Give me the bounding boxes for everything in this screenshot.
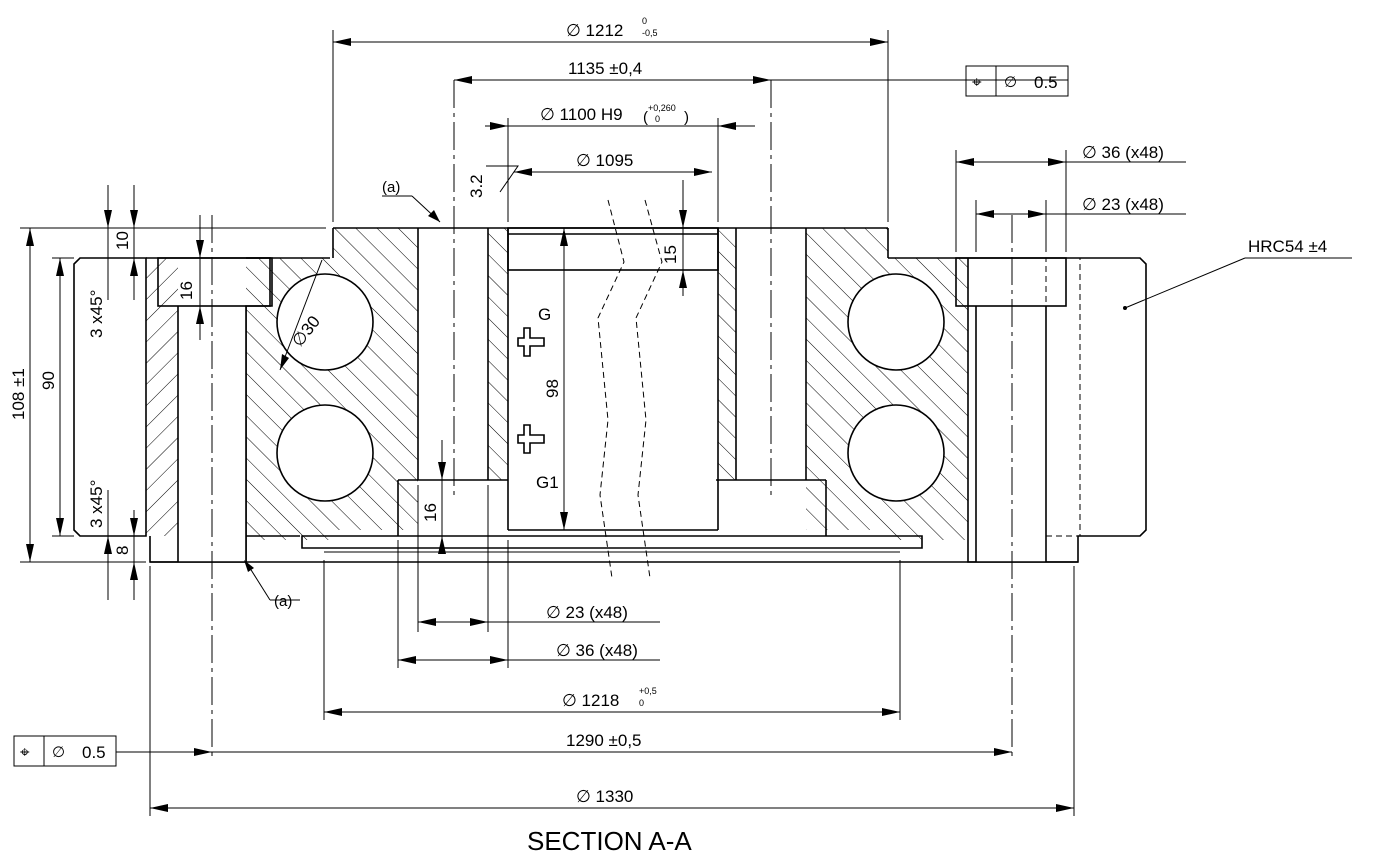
dim-23-bottom: ∅ 23 (x48) — [546, 603, 628, 622]
hardness-leader-dot — [1123, 306, 1127, 310]
dim-90: 90 — [39, 371, 58, 390]
dim-1095: ∅ 1095 — [576, 151, 633, 170]
svg-text:0.5: 0.5 — [82, 743, 106, 762]
grease-label-g: G — [538, 305, 551, 324]
dim-15: 15 — [661, 245, 680, 264]
grease-label-g1: G1 — [536, 473, 559, 492]
grease-nipple-g1 — [517, 424, 545, 454]
dim-23-top: ∅ 23 (x48) — [1082, 195, 1164, 214]
roughness-value: 3.2 — [467, 174, 486, 198]
svg-text:∅ 1218: ∅ 1218 — [562, 691, 619, 710]
ball-upper-right — [847, 273, 945, 371]
svg-text:-0,5: -0,5 — [642, 28, 658, 38]
dim-1100: ∅ 1100 H9 () +0,260 0 — [540, 103, 689, 126]
outer-ring-right — [888, 257, 1147, 563]
svg-text:): ) — [684, 109, 689, 126]
svg-text:∅ 1100 H9: ∅ 1100 H9 — [540, 105, 623, 124]
ball-lower-right — [847, 404, 945, 502]
bottom-strip — [150, 479, 1078, 563]
dim-108: 108 ±1 — [9, 368, 28, 420]
position-icon: ⌖ — [972, 73, 982, 92]
ref-a-bottom: (a) — [274, 593, 292, 610]
dim-1135: 1135 ±0,4 — [568, 59, 642, 78]
dim-1218: ∅ 1218 +0,5 0 — [562, 686, 657, 710]
dim-1290: 1290 ±0,5 — [566, 731, 642, 750]
svg-text:(: ( — [643, 109, 648, 126]
hardness-label: HRC54 ±4 — [1248, 237, 1327, 256]
dim-36-top: ∅ 36 (x48) — [1082, 143, 1164, 162]
svg-text:0: 0 — [639, 698, 644, 708]
ball-upper-left — [276, 273, 374, 371]
svg-text:∅: ∅ — [52, 744, 65, 761]
dim-1212: ∅ 1212 0 -0,5 — [566, 16, 658, 40]
chamfer-top: 3 x45° — [87, 290, 106, 338]
position-tolerance-frame-top: ⌖ ∅ 0.5 — [965, 65, 1069, 97]
dim-16-bottom: 16 — [421, 503, 440, 522]
dim-1330: ∅ 1330 — [576, 787, 633, 806]
break-line-left — [597, 199, 625, 579]
svg-text:0.5: 0.5 — [1034, 73, 1058, 92]
dim-10: 10 — [113, 231, 132, 250]
ball-lower-left — [276, 404, 374, 502]
svg-text:+0,5: +0,5 — [639, 686, 657, 696]
grease-nipple-g — [517, 327, 545, 357]
dim-98: 98 — [543, 379, 562, 398]
svg-text:0: 0 — [642, 16, 647, 26]
dim-16-left: 16 — [177, 281, 196, 300]
ref-a-top: (a) — [382, 179, 400, 196]
chamfer-bottom: 3 x45° — [87, 480, 106, 528]
svg-text:∅: ∅ — [1004, 74, 1017, 91]
dimension-arrows — [26, 38, 1074, 812]
svg-text:∅ 1212: ∅ 1212 — [566, 21, 623, 40]
svg-text:+0,260: +0,260 — [648, 103, 676, 113]
break-line-right — [635, 199, 663, 579]
svg-text:0: 0 — [655, 114, 660, 124]
section-title: SECTION A-A — [527, 826, 692, 856]
position-icon: ⌖ — [20, 743, 30, 762]
dim-8: 8 — [113, 546, 132, 555]
position-tolerance-frame-bottom: ⌖ ∅ 0.5 — [13, 735, 117, 767]
inner-ring-right — [717, 228, 968, 540]
dim-36-bottom: ∅ 36 (x48) — [556, 641, 638, 660]
